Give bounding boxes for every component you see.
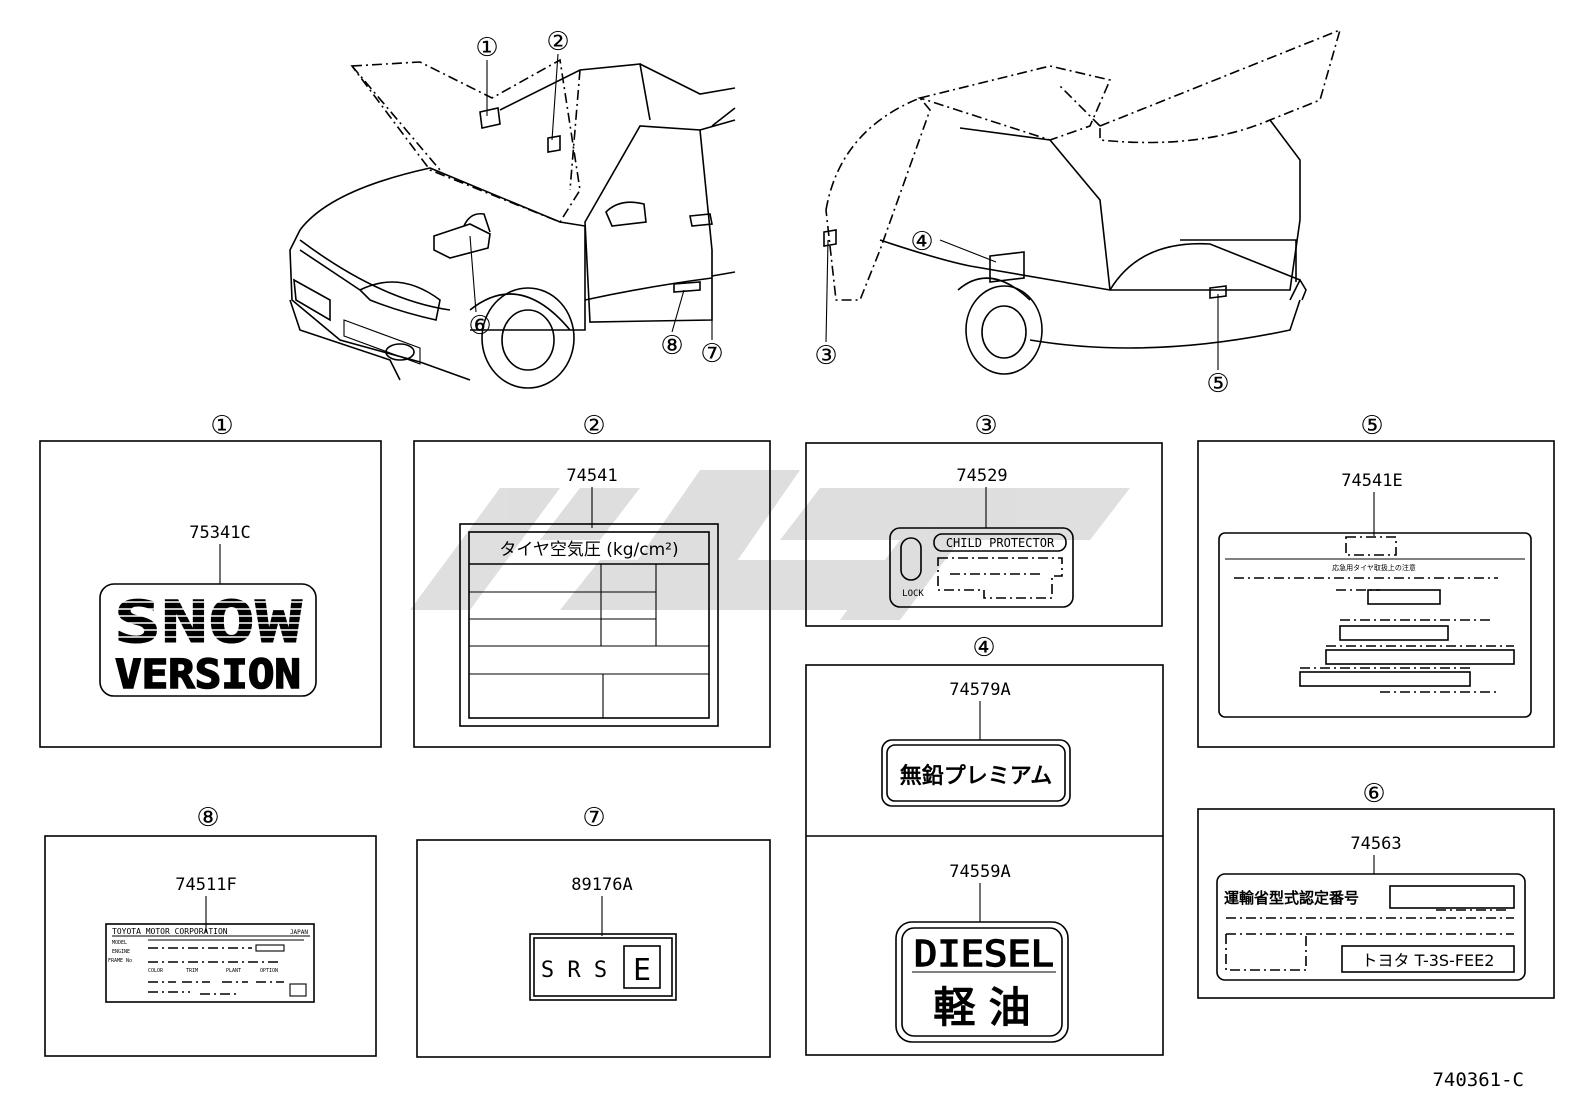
callout-5: ⑤ bbox=[1206, 369, 1229, 399]
panel-7-e-text: E bbox=[633, 953, 651, 988]
panel-8-maker: TOYOTA MOTOR CORPORATION bbox=[112, 927, 228, 936]
panel-6-type-approval: ⑥ 74563 運輸省型式認定番号 トヨタ T-3S-FEE2 bbox=[1197, 779, 1555, 999]
panel-4b-keiyu-text: 軽 油 bbox=[933, 983, 1030, 1032]
panel-3-title: CHILD PROTECTOR bbox=[946, 536, 1055, 550]
panel-1-marker: ① bbox=[210, 411, 233, 441]
panel-6-label: 運輸省型式認定番号 bbox=[1224, 889, 1359, 907]
panel-6-code: トヨタ T-3S-FEE2 bbox=[1362, 951, 1495, 970]
panel-8-color-label: COLOR bbox=[148, 968, 164, 974]
panel-3-part-number: 74529 bbox=[956, 466, 1007, 486]
panel-5-spare-tire-caution: ⑤ 74541E 応急用タイヤ取扱上の注意 bbox=[1197, 411, 1555, 748]
panel-5-marker: ⑤ bbox=[1360, 411, 1383, 441]
panel-7-marker: ⑦ bbox=[582, 803, 605, 833]
panel-8-engine-label: ENGINE bbox=[112, 949, 130, 955]
panel-8-frame-label: FRAME No bbox=[108, 958, 132, 964]
callout-6: ⑥ bbox=[468, 311, 491, 341]
panel-2-part-number: 74541 bbox=[566, 466, 617, 486]
panel-3-child-protector: ③ 74529 CHILD PROTECTOR LOCK bbox=[805, 411, 1163, 627]
callout-7: ⑦ bbox=[700, 339, 723, 369]
panel-7-part-number: 89176A bbox=[571, 875, 632, 895]
panel-4b-part-number: 74559A bbox=[949, 862, 1010, 882]
panel-7-srs-text: S R S bbox=[541, 958, 607, 983]
front-car-illustration bbox=[289, 53, 736, 389]
panel-8-part-number: 74511F bbox=[175, 875, 236, 895]
panel-4-fuel-labels: ④ 74579A 無鉛プレミアム 74559A DIESEL 軽 油 bbox=[805, 633, 1164, 1056]
snow-stripes bbox=[110, 601, 306, 638]
panel-2-header: タイヤ空気圧 (kg/cm²) bbox=[499, 540, 678, 560]
panel-8-marker: ⑧ bbox=[196, 803, 219, 833]
panel-1-snow-text: SNOW bbox=[114, 588, 302, 656]
panel-5-header: 応急用タイヤ取扱上の注意 bbox=[1332, 563, 1416, 572]
panel-2-marker: ② bbox=[582, 411, 605, 441]
panel-2-tire-pressure: ② 74541 タイヤ空気圧 (kg/cm²) bbox=[413, 411, 771, 748]
panel-1-version-text: VERSION bbox=[115, 652, 301, 698]
drawing-number: 740361-C bbox=[1432, 1069, 1524, 1091]
panel-5-part-number: 74541E bbox=[1341, 471, 1402, 491]
callout-2: ② bbox=[546, 27, 569, 57]
car-callouts: ① ② ⑥ ⑧ ⑦ ④ ③ ⑤ bbox=[468, 27, 1229, 399]
panel-4a-part-number: 74579A bbox=[949, 680, 1010, 700]
panel-4-marker: ④ bbox=[972, 633, 995, 663]
panel-1-snow-version: ① 75341C SNOW VERSION bbox=[39, 411, 382, 748]
panel-3-lock-label: LOCK bbox=[902, 589, 924, 599]
panel-6-marker: ⑥ bbox=[1362, 779, 1385, 809]
callout-3: ③ bbox=[814, 341, 837, 371]
panel-8-option-label: OPTION bbox=[260, 968, 278, 974]
watermark-logo bbox=[410, 470, 1130, 620]
panel-8-plant-label: PLANT bbox=[226, 968, 241, 974]
callout-1: ① bbox=[475, 33, 498, 63]
panel-4b-diesel-text: DIESEL bbox=[914, 934, 1054, 975]
rear-car-illustration bbox=[823, 28, 1342, 375]
panel-8-country: JAPAN bbox=[290, 929, 308, 936]
panel-7-srs: ⑦ 89176A S R S E bbox=[416, 803, 771, 1058]
panel-4a-text: 無鉛プレミアム bbox=[900, 763, 1052, 789]
panel-8-vehicle-plate: ⑧ 74511F TOYOTA MOTOR CORPORATION JAPAN … bbox=[44, 803, 377, 1057]
panel-3-marker: ③ bbox=[974, 411, 997, 441]
callout-8: ⑧ bbox=[660, 331, 683, 361]
panel-1-part-number: 75341C bbox=[189, 523, 250, 543]
callout-4: ④ bbox=[910, 227, 933, 257]
panel-8-model-label: MODEL bbox=[112, 940, 127, 946]
panel-6-part-number: 74563 bbox=[1350, 834, 1401, 854]
panel-8-trim-label: TRIM bbox=[186, 968, 198, 974]
